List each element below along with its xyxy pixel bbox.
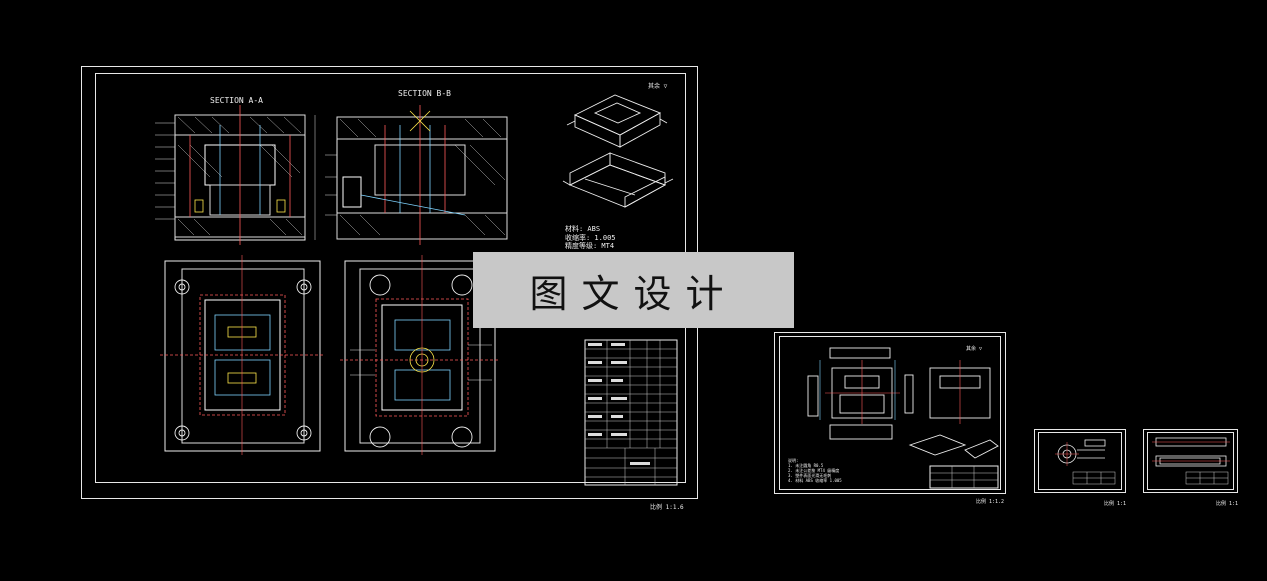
sheet4-inner-border xyxy=(1147,432,1234,490)
sheet1-parts-list-table xyxy=(584,339,678,486)
tech-note-line: 1. 未注圆角 R0.5 xyxy=(788,463,824,468)
sheet2-tech-notes: 说明: 1. 未注圆角 R0.5 2. 未注公差按 MT4 级精度 3. 塑件表… xyxy=(788,458,842,483)
part-isometric-view xyxy=(562,94,674,208)
sheet2-part-views xyxy=(807,347,999,459)
moving-half-plan-view xyxy=(160,255,325,455)
sheet2-title-block xyxy=(929,465,999,489)
sheet2-scale-note: 比例 1:1.2 xyxy=(976,499,1005,505)
sheet3-inner-border xyxy=(1038,432,1122,490)
sheet4-outer-border xyxy=(1143,429,1238,493)
material-note: 材料: ABS xyxy=(565,225,601,233)
sheet4-detail-view xyxy=(1152,437,1230,485)
fixed-half-plan-view xyxy=(340,255,500,455)
tech-note-line: 4. 材料 ABS 收缩率 1.005 xyxy=(788,478,842,483)
sheet2-inner-border xyxy=(779,336,1001,490)
section-b-label: SECTION B-B xyxy=(398,89,451,98)
shrink-note: 收缩率: 1.005 xyxy=(565,234,616,242)
section-a-label: SECTION A-A xyxy=(210,96,263,105)
sheet2-corner-note: 其余 ▽ xyxy=(966,346,983,352)
sheet1-corner-note: 其余 ▽ xyxy=(648,83,668,90)
tech-note-line: 3. 塑件表面光滑无毛刺 xyxy=(788,473,832,478)
watermark-banner: 图文设计 xyxy=(473,252,794,328)
sheet3-outer-border xyxy=(1034,429,1126,493)
sheet1-scale-note: 比例 1:1.6 xyxy=(650,504,684,511)
tech-note-line: 2. 未注公差按 MT4 级精度 xyxy=(788,468,840,473)
sheet3-scale-note: 比例 1:1 xyxy=(1104,501,1127,507)
section-b-view xyxy=(325,105,508,245)
section-a-view xyxy=(155,105,316,245)
sheet2-outer-border xyxy=(774,332,1006,494)
sheet4-scale-note: 比例 1:1 xyxy=(1216,501,1239,507)
sheet3-detail-view xyxy=(1055,439,1116,485)
accuracy-note: 精度等级: MT4 xyxy=(565,242,615,250)
tech-note-line: 说明: xyxy=(788,458,799,463)
